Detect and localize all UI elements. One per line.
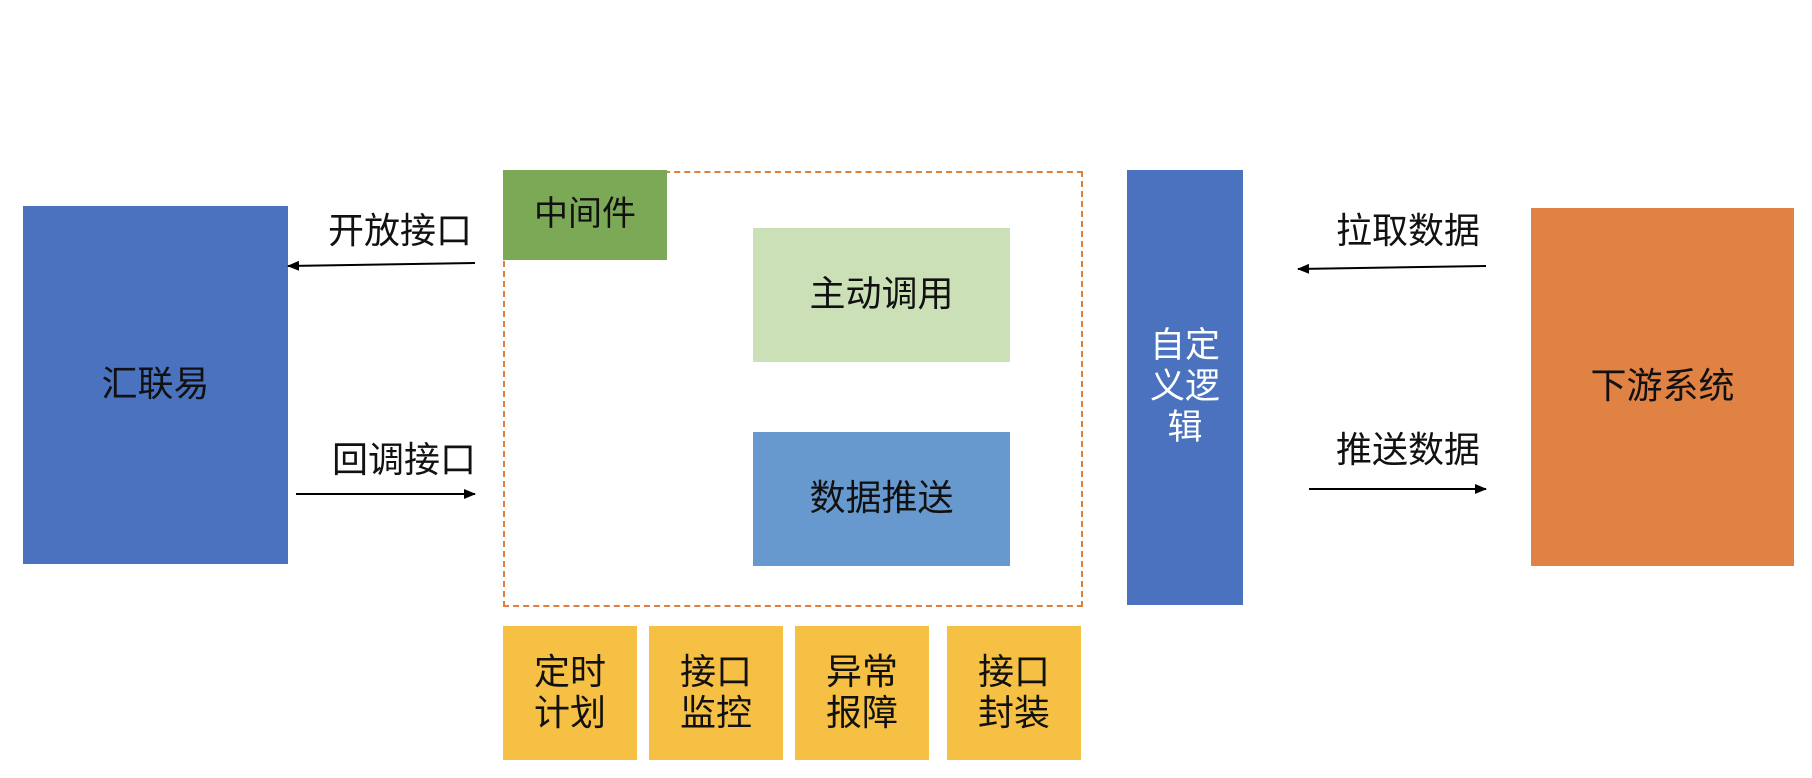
feature-scheduled-plan: 定时 计划 xyxy=(503,626,637,760)
middleware-label: 中间件 xyxy=(534,194,636,235)
feature-exception-reporting: 异常 报障 xyxy=(795,626,929,760)
feature-label: 定时 计划 xyxy=(533,651,606,734)
data-push-box: 数据推送 xyxy=(753,432,1010,566)
pull-data-arrow xyxy=(1297,263,1487,274)
huilianyi-label: 汇联易 xyxy=(101,364,210,406)
custom-logic-box: 自定 义逻 辑 xyxy=(1127,170,1243,605)
huilianyi-box: 汇联易 xyxy=(23,206,288,564)
data-push-label: 数据推送 xyxy=(809,478,954,520)
pull-data-label: 拉取数据 xyxy=(1336,211,1481,252)
feature-label: 异常 报障 xyxy=(825,651,898,734)
feature-interface-wrapping: 接口 封装 xyxy=(947,626,1081,760)
active-call-box: 主动调用 xyxy=(753,228,1010,362)
push-data-label: 推送数据 xyxy=(1336,430,1481,471)
feature-label: 接口 监控 xyxy=(679,651,752,734)
active-call-label: 主动调用 xyxy=(809,274,954,316)
downstream-system-box: 下游系统 xyxy=(1531,208,1794,566)
open-api-arrow xyxy=(287,260,476,271)
feature-interface-monitoring: 接口 监控 xyxy=(649,626,783,760)
feature-label: 接口 封装 xyxy=(977,651,1050,734)
callback-api-label: 回调接口 xyxy=(332,440,477,481)
middleware-tag: 中间件 xyxy=(503,170,667,260)
custom-logic-label: 自定 义逻 辑 xyxy=(1149,325,1220,449)
open-api-label: 开放接口 xyxy=(328,211,473,252)
downstream-system-label: 下游系统 xyxy=(1590,366,1735,408)
middleware-frame xyxy=(503,171,1083,607)
